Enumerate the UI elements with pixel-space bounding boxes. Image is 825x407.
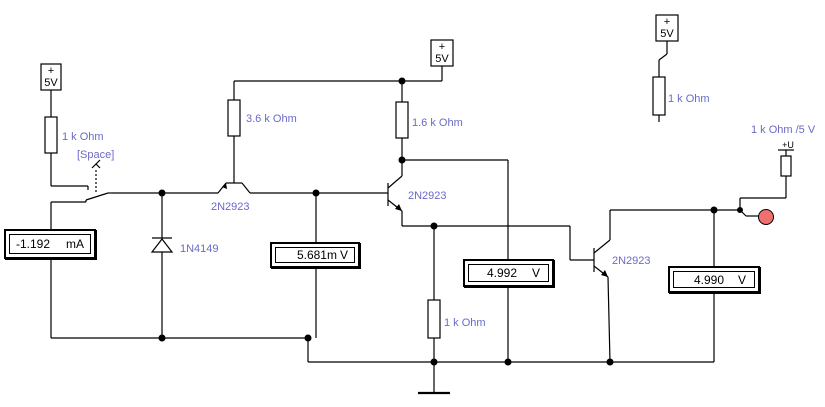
resistor-emitter-label: 1 k Ohm — [444, 317, 486, 329]
ammeter-value: -1.192 — [16, 237, 51, 251]
resistor-q2[interactable] — [395, 101, 409, 139]
voltmeter-3-value: 4.990 — [694, 272, 725, 287]
voltmeter-1[interactable]: 5.681m V — [270, 242, 360, 268]
transistor-q3-label: 2N2923 — [612, 255, 651, 267]
transistor-q2-label: 2N2923 — [408, 190, 447, 202]
transistor-q1-label: 2N2923 — [211, 201, 250, 213]
transistor-q1[interactable] — [217, 168, 251, 194]
switch[interactable] — [85, 159, 112, 202]
supply-right-label: 5V — [660, 28, 674, 40]
voltmeter-1-unit: V — [339, 248, 348, 262]
resistor-top-right-label: 1 k Ohm — [668, 93, 710, 105]
resistor-q2-label: 1.6 k Ohm — [412, 117, 463, 129]
ammeter-unit: mA — [66, 237, 84, 251]
resistor-top-right[interactable] — [652, 76, 666, 116]
probe-label: 1 k Ohm /5 V — [751, 124, 816, 136]
probe-source-label: +U — [782, 140, 794, 150]
resistor-q1[interactable] — [227, 99, 241, 137]
voltmeter-2[interactable]: 4.992 V — [463, 259, 554, 287]
ammeter[interactable]: -1.192 mA — [4, 229, 96, 259]
resistor-emitter[interactable] — [427, 299, 441, 339]
voltmeter-2-value: 4.992 — [487, 266, 518, 280]
voltmeter-3[interactable]: 4.990 V — [668, 266, 760, 293]
transistor-q2[interactable] — [387, 160, 403, 212]
supply-middle-label: 5V — [435, 53, 449, 65]
voltmeter-1-value: 5.681m — [296, 248, 337, 262]
voltmeter-2-unit: V — [531, 266, 540, 280]
resistor-left-label: 1 k Ohm — [62, 131, 104, 143]
transistor-q3[interactable] — [593, 210, 611, 278]
diode-label: 1N4149 — [180, 243, 219, 255]
switch-key-label: [Space] — [77, 149, 114, 161]
supply-left-label: 5V — [44, 77, 58, 89]
voltmeter-3-unit: V — [737, 272, 746, 287]
supply-middle[interactable]: + 5V — [430, 39, 454, 67]
supply-left-plus: + — [48, 65, 54, 77]
supply-right-plus: + — [664, 16, 670, 28]
supply-right[interactable]: + 5V — [655, 14, 679, 42]
diode[interactable] — [150, 237, 174, 253]
resistor-q1-label: 3.6 k Ohm — [246, 113, 297, 125]
resistor-probe[interactable] — [780, 155, 792, 177]
supply-middle-plus: + — [439, 41, 445, 53]
probe-lamp[interactable] — [758, 209, 774, 225]
supply-left[interactable]: + 5V — [40, 63, 62, 91]
resistor-left[interactable] — [44, 116, 58, 154]
